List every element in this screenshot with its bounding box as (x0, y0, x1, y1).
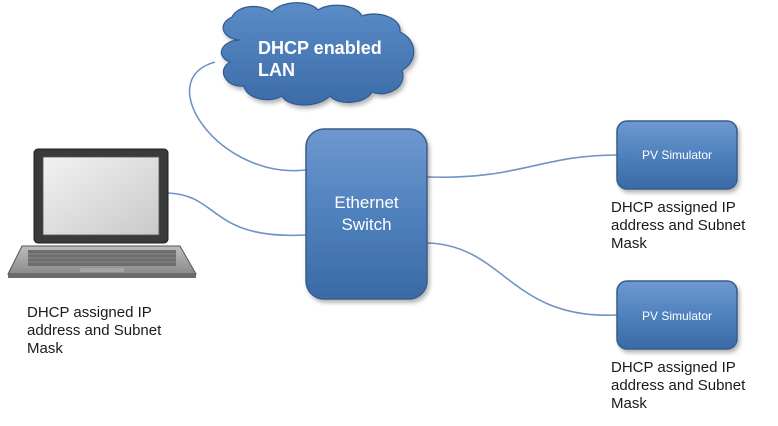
pv-simulator-node-2 (616, 280, 738, 350)
pv-simulator-caption-2: DHCP assigned IP address and Subnet Mask (611, 359, 746, 412)
cloud-label: DHCP enabled LAN (258, 38, 382, 80)
cable-switch-sim1 (426, 154, 618, 179)
cable-switch-sim2 (426, 242, 618, 316)
pv-simulator-label-2: PV Simulator (641, 309, 713, 323)
pv-simulator-label-1: PV Simulator (641, 148, 713, 162)
laptop-caption: DHCP assigned IP address and Subnet Mask (27, 304, 162, 357)
ethernet-switch-node (305, 128, 428, 300)
lan-cloud (220, 2, 415, 106)
switch-label: Ethernet Switch (334, 193, 399, 234)
cables (167, 61, 618, 316)
cable-cloud-switch (188, 61, 307, 172)
laptop-icon (7, 148, 197, 278)
pv-simulator-caption-1: DHCP assigned IP address and Subnet Mask (611, 199, 746, 252)
cable-laptop-switch (167, 192, 307, 237)
pv-simulator-node-1 (616, 120, 738, 190)
